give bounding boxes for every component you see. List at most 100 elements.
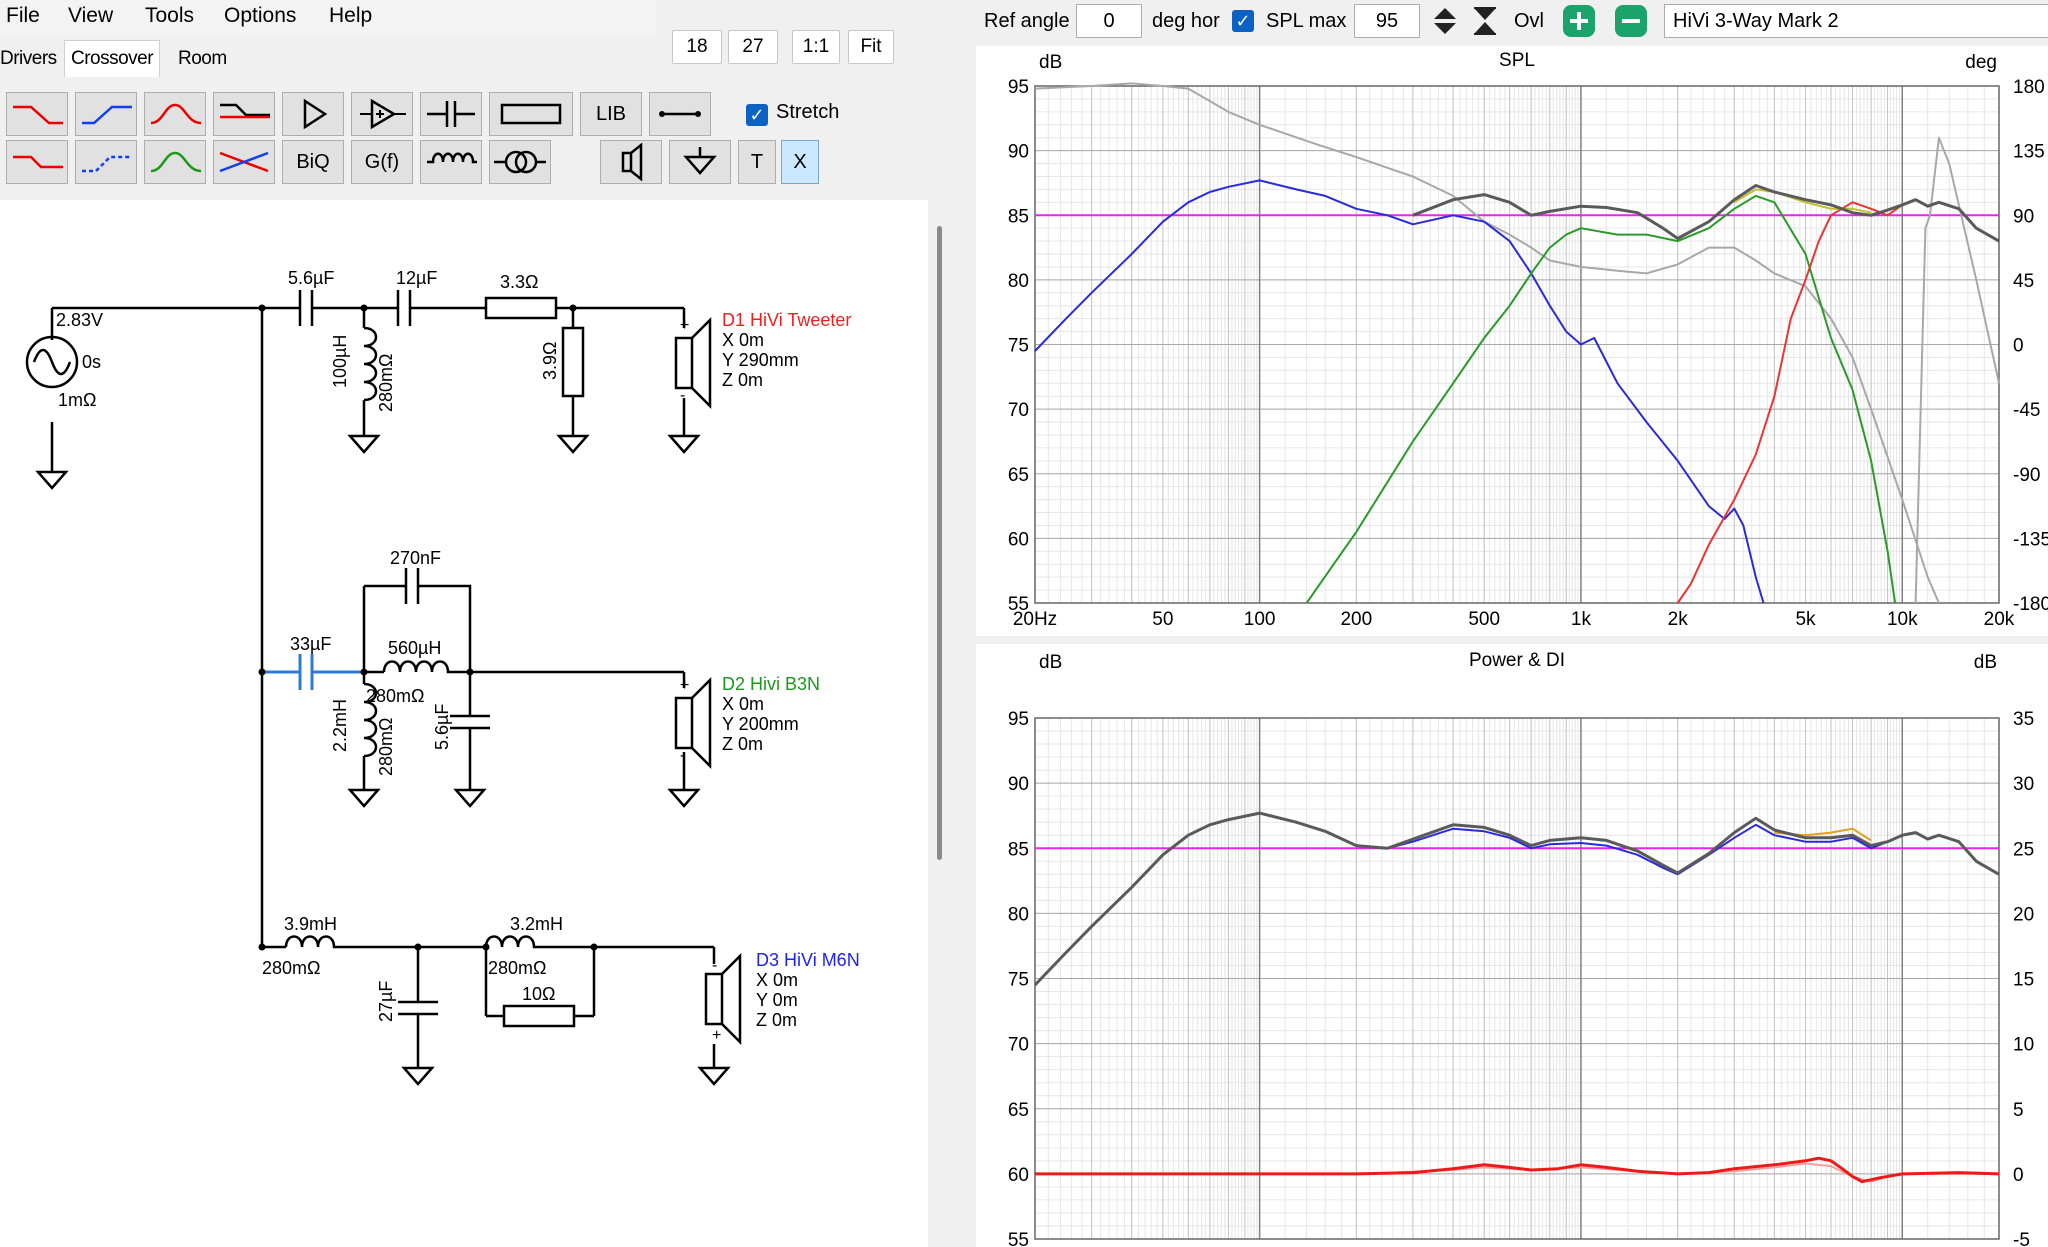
scrollbar-thumb[interactable] — [937, 226, 942, 860]
driver-2-z: Z 0m — [722, 734, 763, 754]
woofer-c-shunt-label: 27µF — [376, 981, 396, 1022]
ground-button[interactable] — [669, 140, 731, 184]
driver-1-y: Y 290mm — [722, 350, 799, 370]
allpass-icon — [82, 155, 132, 173]
plot-frame — [1034, 717, 2000, 1240]
biquad-label: BiQ — [296, 150, 330, 173]
driver-2-y: Y 200mm — [722, 714, 799, 734]
allpass-filter-button[interactable] — [75, 140, 137, 184]
menu-file[interactable]: File — [6, 4, 40, 27]
y2-tick-label: 0 — [2013, 336, 2024, 357]
driver-3-z: Z 0m — [756, 1010, 797, 1030]
lowpass-1st-order-button[interactable] — [6, 140, 68, 184]
zoom-1to1-button[interactable]: 1:1 — [792, 30, 840, 64]
tweeter-r-series-label: 3.3Ω — [500, 272, 538, 292]
series-line-4 — [1035, 1156, 2000, 1184]
series-line-2 — [1034, 179, 1765, 604]
add-overlay-button[interactable] — [1562, 4, 1596, 38]
source-delay: 0s — [82, 352, 101, 372]
driver-button[interactable] — [600, 140, 662, 184]
transfer-function-button[interactable]: G(f) — [351, 140, 413, 184]
ground-icon — [683, 147, 717, 175]
capacitor-button[interactable] — [420, 92, 482, 136]
ref-angle-input[interactable]: 0 — [1076, 4, 1142, 38]
text-label: T — [750, 150, 764, 173]
highpass-filter-button[interactable] — [75, 92, 137, 136]
source-voltage: 2.83V — [56, 310, 103, 330]
resistor-icon — [500, 103, 562, 125]
driver-1-name[interactable]: D1 HiVi Tweeter — [722, 310, 851, 330]
y-tick-label: 75 — [1008, 970, 1029, 991]
bandpass-icon — [150, 103, 202, 125]
lowpass-icon — [13, 105, 63, 125]
peaking-filter-button[interactable] — [144, 140, 206, 184]
stretch-checkbox[interactable]: ✓ — [746, 104, 768, 126]
library-label: LIB — [595, 102, 627, 125]
hourglass-icon — [1474, 7, 1496, 35]
x-tick-label: 10k — [1887, 609, 1918, 630]
y2-tick-label: 30 — [2013, 774, 2034, 795]
zoom-18-button[interactable]: 18 — [672, 30, 722, 64]
inductor-button[interactable] — [420, 140, 482, 184]
x-tick-label: 2k — [1668, 1245, 1689, 1247]
y-tick-label: 85 — [1008, 839, 1029, 860]
amplifier-button[interactable] — [282, 92, 344, 136]
resistor-button[interactable] — [489, 92, 573, 136]
minus-icon — [1615, 5, 1647, 37]
menu-view[interactable]: View — [68, 4, 114, 27]
menu-options[interactable]: Options — [224, 4, 297, 27]
schematic-scrollbar[interactable] — [934, 200, 946, 1247]
y2-tick-label: 135 — [2013, 142, 2045, 163]
shelf-icon — [220, 103, 270, 119]
plot-frame — [1034, 85, 2000, 604]
lowpass-1st-icon — [13, 155, 63, 169]
lowpass-filter-button[interactable] — [6, 92, 68, 136]
mid-l-series-label: 560µH — [388, 638, 441, 658]
zoom-fit-button[interactable]: Fit — [848, 30, 894, 64]
mid-c-series-label: 33µF — [290, 634, 331, 654]
y2-tick-label: 15 — [2013, 970, 2034, 991]
schematic-canvas[interactable] — [0, 200, 928, 1247]
tab-room[interactable]: Room — [178, 48, 227, 69]
x-tick-label: 1k — [1571, 1245, 1592, 1247]
driver-3-name[interactable]: D3 HiVi M6N — [756, 950, 860, 970]
y2-tick-label: 5 — [2013, 1100, 2024, 1121]
tab-crossover[interactable]: Crossover — [64, 40, 161, 77]
y-tick-label: 65 — [1008, 1100, 1029, 1121]
panel-divider[interactable] — [948, 0, 976, 1247]
biquad-button[interactable]: BiQ — [282, 140, 344, 184]
series-line-1 — [1914, 136, 2000, 604]
menu-help[interactable]: Help — [329, 4, 373, 27]
tab-drivers[interactable]: Drivers — [0, 48, 57, 69]
zoom-27-button[interactable]: 27 — [728, 30, 778, 64]
spl-spinner-button[interactable] — [1428, 4, 1462, 38]
crossover-filter-button[interactable] — [213, 140, 275, 184]
power-di-chart[interactable]: 20Hz501002005001k2k5k10k20k9590858075706… — [1008, 650, 2034, 1247]
library-button[interactable]: LIB — [580, 92, 642, 136]
y2-tick-label: -180 — [2013, 594, 2048, 615]
transformer-button[interactable] — [489, 140, 551, 184]
spl-zoom-button[interactable] — [1468, 4, 1502, 38]
series-line-0 — [1034, 82, 1940, 604]
bandpass-filter-button[interactable] — [144, 92, 206, 136]
summing-amp-button[interactable] — [351, 92, 413, 136]
crossover-icon — [219, 151, 269, 173]
spl-max-input[interactable]: 95 — [1354, 4, 1420, 38]
text-button[interactable]: T — [738, 140, 776, 184]
driver-2-x: X 0m — [722, 694, 764, 714]
driver-2-name[interactable]: D2 Hivi B3N — [722, 674, 820, 694]
driver-1-x: X 0m — [722, 330, 764, 350]
peaking-icon — [150, 151, 202, 173]
project-name-field[interactable]: HiVi 3-Way Mark 2 — [1664, 4, 2048, 38]
x-button[interactable]: X — [781, 140, 819, 184]
crossover-schematic[interactable]: +- +- -+ 2.83V 0s 1mΩ 5.6µF 12µF 3.3Ω 10… — [0, 200, 928, 1247]
y2-tick-label: 10 — [2013, 1035, 2034, 1056]
menu-tools[interactable]: Tools — [145, 4, 195, 27]
wire-button[interactable] — [649, 92, 711, 136]
spl-max-checkbox[interactable]: ✓ — [1232, 10, 1254, 32]
y2-tick-label: 25 — [2013, 839, 2034, 860]
remove-overlay-button[interactable] — [1614, 4, 1648, 38]
shelf-filter-button[interactable] — [213, 92, 275, 136]
y-tick-label: 95 — [1008, 77, 1029, 98]
